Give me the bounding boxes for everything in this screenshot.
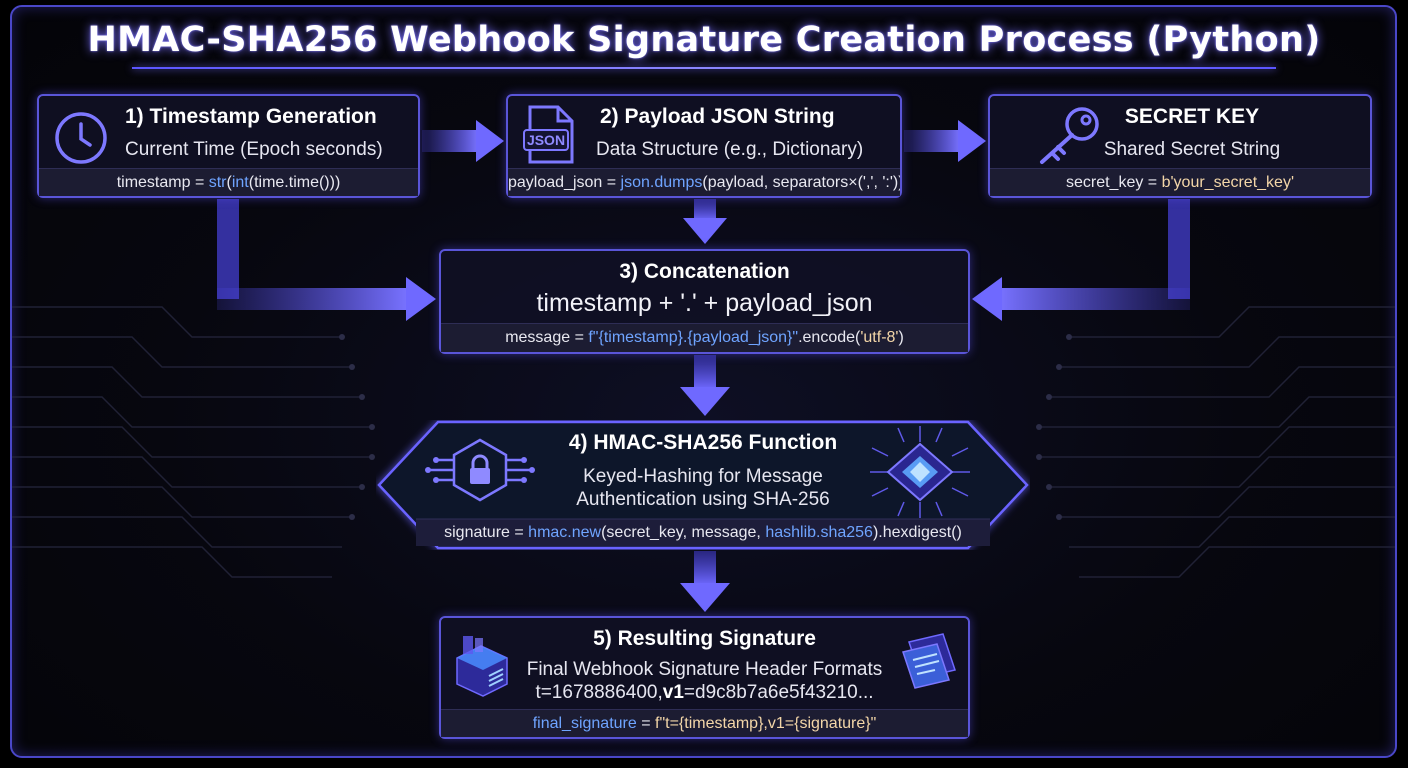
code-string: b'your_secret_key' [1161,174,1294,191]
background-circuit-lines [12,306,1395,578]
step3-code: message = f"{timestamp}.{payload_json}".… [441,323,968,352]
signature-hash-part: =d9c8b7a6e5f43210... [683,682,874,703]
step1-timestamp-box: 1) Timestamp Generation Current Time (Ep… [37,94,420,198]
step3-concatenation-box: 3) Concatenation timestamp + '.' + paylo… [439,249,970,354]
code-string: 'utf-8' [860,329,899,346]
page-title: HMAC-SHA256 Webhook Signature Creation P… [87,20,1321,60]
code-function: hmac.new [528,524,602,541]
code-keyword: str [208,174,227,191]
step5-description: Final Webhook Signature Header Formats [526,659,883,680]
step5-code: final_signature = f"t={timestamp},v1={si… [441,709,968,737]
key-icon [1040,107,1099,164]
code-text: timestamp = [116,174,209,191]
secret-code: secret_key = b'your_secret_key' [990,168,1370,196]
code-text: = [636,715,656,732]
step4-hmac-box: 4) HMAC-SHA256 Function Keyed-Hashing fo… [376,420,1030,550]
chip-icon [870,426,970,518]
code-fstring: f"{timestamp}.{payload_json}" [588,329,799,346]
step5-heading: 5) Resulting Signature [593,627,816,650]
json-file-icon: JSON [523,105,574,164]
step2-subtitle: Data Structure (e.g., Dictionary) [596,139,864,160]
json-icon-label: JSON [527,132,565,148]
code-text: payload_json = [508,174,621,191]
code-text: (secret_key, message, [601,524,766,541]
step4-description-line2: Authentication using SHA-256 [576,489,830,510]
code-text: message = [505,329,589,346]
clock-icon [55,112,107,164]
step4-description-line1: Keyed-Hashing for Message [583,466,823,487]
code-function: hashlib.sha256 [765,524,873,541]
step5-signature-example: t=1678886400,v1=d9c8b7a6e5f43210... [441,682,968,704]
step1-subtitle: Current Time (Epoch seconds) [125,139,383,160]
code-keyword: int [231,174,249,191]
code-text: ) [898,329,904,346]
document-stack-icon [902,633,956,689]
step2-heading: 2) Payload JSON String [600,105,835,128]
code-variable: final_signature [532,715,637,732]
code-text: ( [226,174,232,191]
secret-subtitle: Shared Secret String [1103,139,1281,160]
secret-heading: SECRET KEY [1124,105,1260,128]
step3-heading: 3) Concatenation [619,260,790,283]
code-text: ).hexdigest() [872,524,962,541]
code-text: .encode( [798,329,861,346]
step4-heading: 4) HMAC-SHA256 Function [568,431,838,454]
code-text: secret_key = [1065,174,1162,191]
title-underline [132,67,1276,69]
code-text: (payload, separators×(',', ':')) [702,174,900,191]
code-text: (time.time())) [248,174,341,191]
secret-key-box: SECRET KEY Shared Secret String secret_k… [988,94,1372,198]
signature-version-label: v1 [662,682,684,703]
step4-code: signature = hmac.new(secret_key, message… [416,520,990,546]
server-icon [456,636,508,697]
signature-timestamp-part: t=1678886400, [535,682,663,703]
step2-payload-box: JSON 2) Payload JSON String Data Structu… [506,94,902,198]
code-text: signature = [444,524,529,541]
step1-code: timestamp = str(int(time.time())) [39,168,418,196]
code-fstring: f"t={timestamp},v1={signature}" [655,715,877,732]
step5-result-box: 5) Resulting Signature Final Webhook Sig… [439,616,970,739]
step2-code: payload_json = json.dumps(payload, separ… [508,168,900,196]
step1-heading: 1) Timestamp Generation [125,105,377,128]
lock-circuit-icon [425,438,535,502]
step3-expression: timestamp + '.' + payload_json [536,289,873,317]
code-function: json.dumps [620,174,703,191]
